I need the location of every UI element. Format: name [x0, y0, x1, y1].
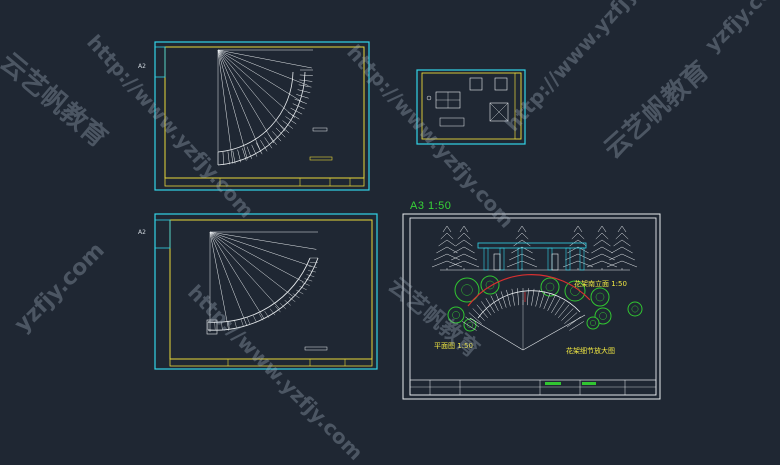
sheet-a3[interactable]	[402, 213, 661, 400]
sheet-bottom-left[interactable]	[154, 213, 378, 370]
elevation-title: 花架南立面 1:50	[574, 280, 627, 288]
cad-canvas[interactable]	[0, 0, 780, 414]
sheet-detail[interactable]	[416, 69, 526, 145]
sheet-bottom-left-size-label: A2	[138, 229, 146, 236]
sheet-top-left[interactable]	[154, 41, 370, 191]
plan-title: 平面图 1:50	[434, 342, 473, 350]
a3-sheet-title: A3 1:50	[410, 200, 452, 212]
detail-title: 花架细节放大图	[566, 347, 615, 355]
sheet-top-left-size-label: A2	[138, 63, 146, 70]
